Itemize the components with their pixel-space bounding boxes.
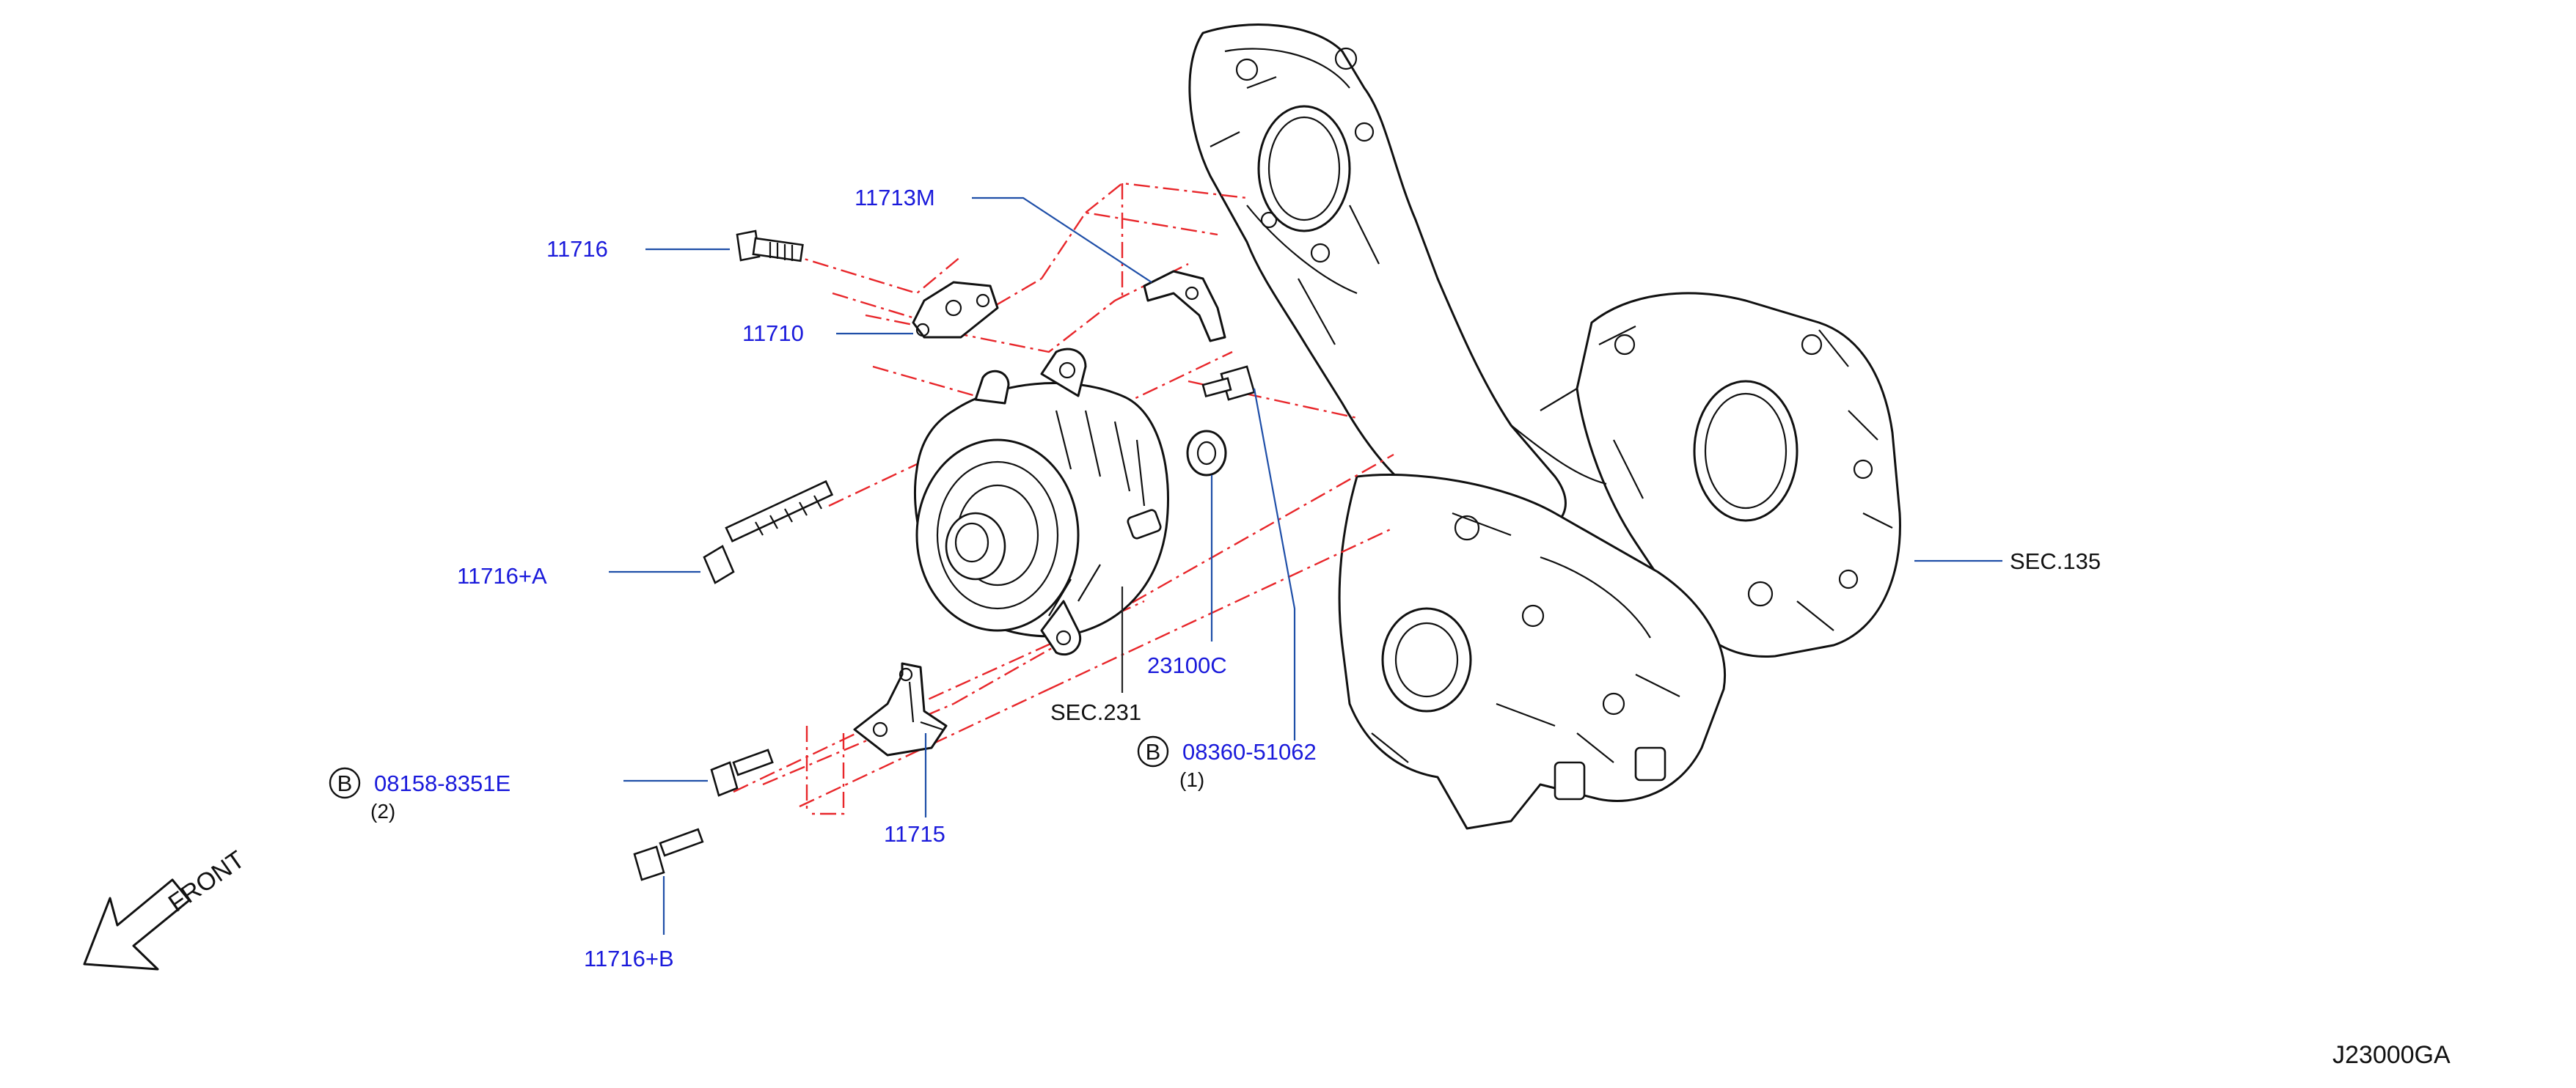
engine-front-cover-drawing <box>1188 23 1901 830</box>
label-sec135: SEC.135 <box>2010 548 2101 574</box>
front-label: FRONT <box>164 845 250 917</box>
circle-letter-b: B <box>337 771 353 796</box>
label-08158-8351E: 08158-8351E <box>374 771 511 796</box>
label-11716: 11716 <box>546 236 608 262</box>
bracket-11715-drawing <box>853 662 948 757</box>
bracket-11710-drawing <box>912 281 999 339</box>
front-direction-arrow: FRONT <box>83 845 250 971</box>
label-23100C: 23100C <box>1147 653 1227 678</box>
bolt-11716A-drawing <box>703 479 834 584</box>
leader-lines <box>609 196 2002 935</box>
label-sec231: SEC.231 <box>1050 699 1141 725</box>
bolt-08158-drawing <box>710 749 774 797</box>
label-11716A: 11716+A <box>457 563 547 589</box>
bolt-11716B-drawing <box>633 828 704 881</box>
circle-letter-b: B <box>1146 739 1161 765</box>
label-11710: 11710 <box>742 320 804 346</box>
alternator-drawing <box>914 348 1169 656</box>
bolt-08360-drawing <box>1201 365 1256 401</box>
bolt-11716-drawing <box>736 229 804 262</box>
ref-08360-51062: B 08360-51062 (1) <box>1137 735 1317 791</box>
qty-08158-8351E: (2) <box>370 800 395 823</box>
ref-08158-8351E: B 08158-8351E (2) <box>329 767 511 823</box>
label-11713M: 11713M <box>855 185 935 210</box>
nut-23100C-drawing <box>1186 430 1227 477</box>
label-11715: 11715 <box>884 821 945 847</box>
label-11716B: 11716+B <box>584 946 674 971</box>
label-08360-51062: 08360-51062 <box>1182 739 1317 765</box>
qty-08360-51062: (1) <box>1179 768 1204 791</box>
clip-11713M-drawing <box>1143 270 1226 342</box>
diagram-code: J23000GA <box>2332 1041 2451 1069</box>
